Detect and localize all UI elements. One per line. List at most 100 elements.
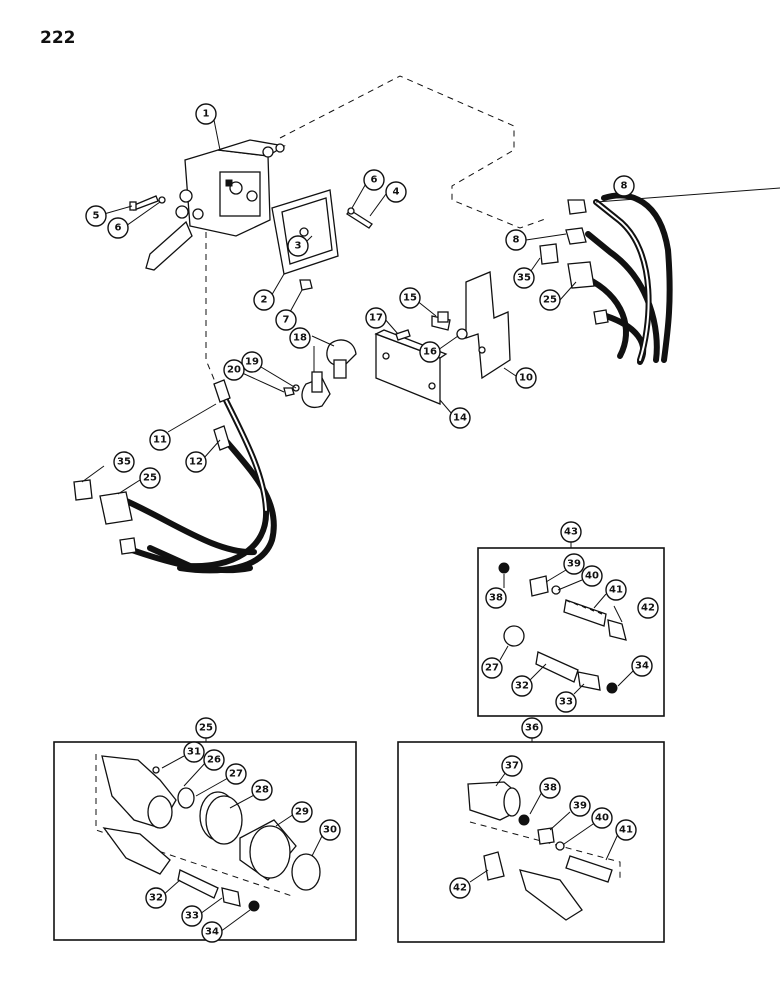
callout-7: 7 xyxy=(275,309,297,331)
callout-label: 34 xyxy=(635,661,649,672)
callout-11: 11 xyxy=(149,429,171,451)
callout-label: 7 xyxy=(283,315,290,326)
callout-label: 36 xyxy=(525,723,539,734)
callout-label: 33 xyxy=(559,697,573,708)
callout-8-top: 8 xyxy=(613,175,635,197)
callout-1: 1 xyxy=(195,103,217,125)
hose-clamp xyxy=(301,339,357,409)
callout-label: 8 xyxy=(513,235,520,246)
callout-label: 28 xyxy=(255,785,269,796)
callout-label: 29 xyxy=(295,807,309,818)
callout-label: 38 xyxy=(489,593,503,604)
callout-label: 15 xyxy=(403,293,417,304)
bolt-17 xyxy=(395,329,411,341)
callout-10: 10 xyxy=(515,367,537,389)
callout-label: 18 xyxy=(293,333,307,344)
callout-label: 2 xyxy=(261,295,268,306)
callout-label: 35 xyxy=(517,273,531,284)
callout-label: 40 xyxy=(585,571,599,582)
callout-label: 16 xyxy=(423,347,437,358)
callout-8-bottom: 8 xyxy=(505,229,527,251)
callout-4: 4 xyxy=(385,181,407,203)
callout-25-box: 25 xyxy=(195,717,217,739)
callout-36: 36 xyxy=(521,717,543,739)
callout-label: 42 xyxy=(453,883,467,894)
callout-25-lower: 25 xyxy=(139,467,161,489)
nut-20 xyxy=(283,387,295,397)
washer-16 xyxy=(456,328,468,340)
callout-label: 41 xyxy=(619,825,633,836)
cap-35-lower xyxy=(73,479,93,501)
callout-label: 4 xyxy=(393,187,400,198)
callout-27: 27 xyxy=(481,657,503,679)
callout-20: 20 xyxy=(223,359,245,381)
callout-30: 30 xyxy=(319,819,341,841)
callout-15: 15 xyxy=(399,287,421,309)
callout-label: 32 xyxy=(149,893,163,904)
callout-label: 3 xyxy=(295,241,302,252)
callout-5: 5 xyxy=(85,205,107,227)
callout-label: 27 xyxy=(485,663,499,674)
callout-42-box: 42 xyxy=(449,877,471,899)
callout-label: 33 xyxy=(185,911,199,922)
callout-38-box: 38 xyxy=(539,777,561,799)
callout-33-box: 33 xyxy=(181,905,203,927)
callout-label: 32 xyxy=(515,681,529,692)
callout-3: 3 xyxy=(287,235,309,257)
callout-label: 1 xyxy=(203,109,210,120)
screw-5 xyxy=(129,195,166,211)
cap-35-upper xyxy=(539,243,559,265)
kit-box-36 xyxy=(397,741,665,943)
gasket xyxy=(271,189,339,275)
kit-43-parts xyxy=(498,562,627,694)
callout-label: 12 xyxy=(189,457,203,468)
hose-assembly-lower xyxy=(99,379,277,574)
callout-label: 30 xyxy=(323,825,337,836)
routing-line-upper xyxy=(279,75,549,229)
callout-18: 18 xyxy=(289,327,311,349)
callout-label: 20 xyxy=(227,365,241,376)
callout-31: 31 xyxy=(183,741,205,763)
callout-label: 6 xyxy=(115,223,122,234)
callout-label: 26 xyxy=(207,755,221,766)
routing-line-lower xyxy=(205,232,217,385)
callout-41: 41 xyxy=(605,579,627,601)
screw-4 xyxy=(346,207,373,229)
callout-43: 43 xyxy=(560,521,582,543)
kit-25-parts xyxy=(101,755,321,912)
nut-7 xyxy=(299,279,313,291)
callout-32: 32 xyxy=(511,675,533,697)
fitting-15 xyxy=(431,311,451,331)
hose-assembly-upper xyxy=(565,192,673,365)
callout-label: 25 xyxy=(543,295,557,306)
callout-label: 17 xyxy=(369,313,383,324)
callout-32-box: 32 xyxy=(145,887,167,909)
page-number: 222 xyxy=(40,28,76,48)
callout-40: 40 xyxy=(581,565,603,587)
callout-2: 2 xyxy=(253,289,275,311)
callout-label: 40 xyxy=(595,813,609,824)
callout-12: 12 xyxy=(185,451,207,473)
callout-label: 11 xyxy=(153,435,167,446)
callout-label: 41 xyxy=(609,585,623,596)
callout-label: 10 xyxy=(519,373,533,384)
callout-label: 19 xyxy=(245,357,259,368)
callout-label: 31 xyxy=(187,747,201,758)
callout-label: 6 xyxy=(371,175,378,186)
callout-6-right: 6 xyxy=(363,169,385,191)
callout-39: 39 xyxy=(563,553,585,575)
bracket-10 xyxy=(465,271,511,380)
callout-33: 33 xyxy=(555,691,577,713)
callout-25-upper: 25 xyxy=(539,289,561,311)
callout-label: 43 xyxy=(564,527,578,538)
callout-39-box: 39 xyxy=(569,795,591,817)
kit-36-parts xyxy=(467,781,613,921)
callout-40-box: 40 xyxy=(591,807,613,829)
callout-34-box: 34 xyxy=(201,921,223,943)
callout-38: 38 xyxy=(485,587,507,609)
callout-label: 42 xyxy=(641,603,655,614)
callout-6-left: 6 xyxy=(107,217,129,239)
callout-label: 39 xyxy=(573,801,587,812)
callout-29: 29 xyxy=(291,801,313,823)
